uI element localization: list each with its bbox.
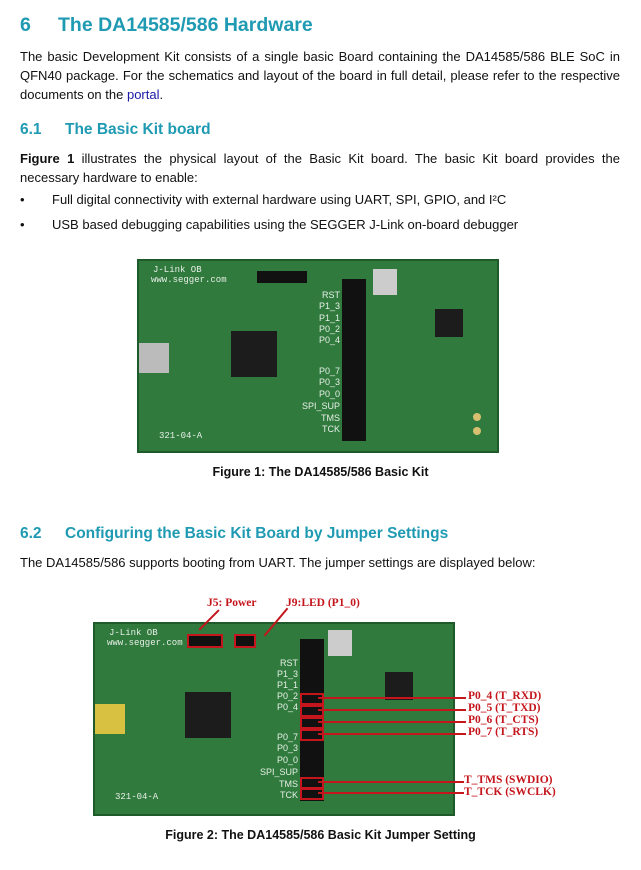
pin-label-p0-0: P0_0	[276, 755, 298, 765]
jumper-p0-4	[300, 693, 324, 705]
pin-label-p0-2: P0_2	[276, 691, 298, 701]
section-heading: 6 The DA14585/586 Hardware	[20, 14, 313, 37]
bullet-item: •Full digital connectivity with external…	[20, 192, 507, 207]
bullet-item: •USB based debugging capabilities using …	[20, 217, 519, 232]
pin-label-p0-3: P0_3	[318, 377, 340, 387]
subsection-number: 6.1	[20, 121, 42, 138]
pin-label-tms: TMS	[279, 779, 298, 789]
reset-button	[328, 630, 352, 656]
ble-chip	[435, 309, 463, 337]
pin-label-p0-0: P0_0	[318, 389, 340, 399]
intro-text: The basic Development Kit consists of a …	[20, 49, 620, 102]
pin-header-j4	[342, 279, 366, 441]
usb-connector	[139, 343, 169, 373]
callout-p0-7: P0_7 (T_RTS)	[468, 726, 539, 738]
pin-label-p1-1: P1_1	[276, 680, 298, 690]
pin-label-rst: RST	[280, 658, 298, 668]
intro-end: .	[159, 87, 164, 102]
callout-led: J9:LED (P1_0)	[286, 597, 360, 609]
figure-ref[interactable]: Figure 1	[20, 151, 75, 166]
pin-label-p1-3: P1_3	[276, 669, 298, 679]
ble-chip	[385, 672, 413, 700]
pin-label-p0-7: P0_7	[276, 732, 298, 742]
bullet-text: Full digital connectivity with external …	[52, 192, 507, 207]
subsection-title: The Basic Kit board	[65, 121, 211, 138]
silk-logo: J-Link OB	[153, 265, 202, 275]
reset-button	[373, 269, 397, 295]
pin-label-p1-1: P1_1	[318, 313, 340, 323]
subsection-heading-6-2: 6.2 Configuring the Basic Kit Board by Ju…	[20, 525, 448, 543]
silk-code: 321-04-A	[159, 431, 203, 441]
jumper-p0-6	[300, 717, 324, 729]
section-number: 6	[20, 14, 31, 36]
bullet-text: USB based debugging capabilities using t…	[52, 217, 519, 232]
pin-label-p0-4: P0_4	[318, 335, 340, 345]
pin-label-p0-2: P0_2	[318, 324, 340, 334]
callout-p0-5: P0_5 (T_TXD)	[468, 702, 541, 714]
silk-logo: J-Link OB	[109, 628, 158, 638]
callout-line	[318, 733, 466, 735]
pin-label-p0-4: P0_4	[276, 702, 298, 712]
pin-label-tck: TCK	[280, 790, 298, 800]
intro-paragraph: The basic Development Kit consists of a …	[20, 47, 620, 104]
pin-label-rst: RST	[322, 290, 340, 300]
pin-label-p0-7: P0_7	[318, 366, 340, 376]
board-photo-2: J-Link OB www.segger.com RST P1_3 P1_1 P…	[93, 622, 455, 816]
jumper-j9	[234, 634, 256, 648]
mcu-chip	[231, 331, 277, 377]
mcu-chip	[185, 692, 231, 738]
callout-p0-6: P0_6 (T_CTS)	[468, 714, 539, 726]
silk-url: www.segger.com	[151, 275, 227, 285]
jumper-j5	[257, 271, 293, 283]
figure1-paragraph: Figure 1 illustrates the physical layout…	[20, 149, 620, 187]
jumper-j5	[187, 634, 223, 648]
pin-label-spi-sup: SPI_SUP	[259, 767, 298, 777]
jumper-paragraph: The DA14585/586 supports booting from UA…	[20, 555, 536, 570]
subsection-heading-6-1: 6.1 The Basic Kit board	[20, 121, 211, 139]
silk-code: 321-04-A	[115, 792, 159, 802]
figure-2-caption: Figure 2: The DA14585/586 Basic Kit Jump…	[165, 828, 476, 842]
pin-label-spi-sup: SPI_SUP	[301, 401, 340, 411]
usb-connector	[95, 704, 125, 734]
jumper-p0-5	[300, 705, 324, 717]
callout-tck: T_TCK (SWCLK)	[464, 786, 556, 798]
subsection-number: 6.2	[20, 525, 42, 542]
portal-link[interactable]: portal	[126, 87, 160, 102]
jumper-tck	[300, 788, 324, 800]
callout-line	[318, 721, 466, 723]
test-pad	[473, 427, 481, 435]
callout-p0-4: P0_4 (T_RXD)	[468, 690, 542, 702]
silk-url: www.segger.com	[107, 638, 183, 648]
pin-label-tms: TMS	[321, 413, 340, 423]
pin-label-p0-3: P0_3	[276, 743, 298, 753]
section-title: The DA14585/586 Hardware	[58, 14, 313, 36]
test-pad	[473, 413, 481, 421]
callout-line	[318, 709, 466, 711]
pin-label-tck: TCK	[322, 424, 340, 434]
callout-line	[318, 697, 466, 699]
pin-label-p1-3: P1_3	[318, 301, 340, 311]
paragraph-text: illustrates the physical layout of the B…	[20, 151, 620, 185]
jumper-j9	[289, 271, 307, 283]
callout-line	[318, 781, 464, 783]
callout-power: J5: Power	[207, 597, 257, 609]
callout-tms: T_TMS (SWDIO)	[464, 774, 553, 786]
board-photo-1: J-Link OB www.segger.com RST P1_3 P1_1 P…	[137, 259, 499, 453]
subsection-title: Configuring the Basic Kit Board by Jumpe…	[65, 525, 449, 542]
callout-line	[318, 792, 464, 794]
jumper-p0-7	[300, 729, 324, 741]
figure-1-caption: Figure 1: The DA14585/586 Basic Kit	[212, 465, 429, 479]
